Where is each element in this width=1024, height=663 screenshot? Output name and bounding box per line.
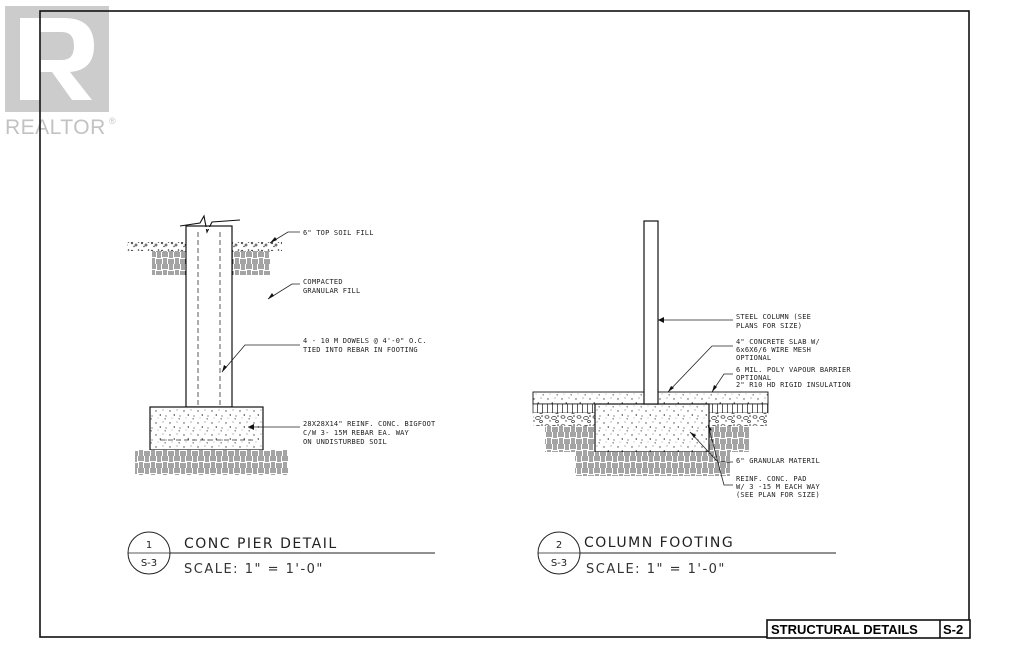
- note-rigid-insulation: 2" R10 HD RIGID INSULATION: [736, 381, 851, 389]
- slab-right: [657, 391, 769, 405]
- steel-column: [643, 220, 659, 405]
- detail-sheet-ref: S-3: [141, 558, 157, 569]
- registered-mark: ®: [109, 116, 116, 126]
- detail-sheet-ref: S-3: [551, 558, 567, 569]
- undisturbed-soil: [135, 450, 288, 475]
- note-pad-rebar: W/ 3 -15 M EACH WAY: [736, 483, 820, 491]
- column-footing-drawing: [532, 220, 769, 486]
- note-barrier-optional: OPTIONAL: [736, 374, 771, 382]
- note-bigfoot-rebar: C/W 3- 15M REBAR EA. WAY: [303, 429, 410, 437]
- soil-right: [709, 426, 749, 452]
- note-compacted: COMPACTED: [303, 278, 343, 286]
- sheet-title: STRUCTURAL DETAILS: [771, 622, 918, 637]
- soil-left: [545, 426, 595, 452]
- granular-fill-left: [152, 251, 186, 275]
- insulation-right: [708, 403, 769, 414]
- granular-fill-right: [232, 251, 270, 275]
- pier-break-line: [179, 214, 241, 234]
- pier-column: [185, 225, 233, 408]
- note-steel-column: STEEL COLUMN (SEE: [736, 313, 811, 321]
- granular-left: [533, 413, 595, 426]
- column-leaders: [658, 319, 733, 486]
- realtor-wordmark: REALTOR: [5, 116, 106, 139]
- realtor-r-glyph: [20, 18, 94, 100]
- note-dowels-tied: TIED INTO REBAR IN FOOTING: [303, 346, 418, 354]
- sheet-title-block: STRUCTURAL DETAILS S-2: [766, 619, 971, 639]
- note-concrete-slab: 4" CONCRETE SLAB W/: [736, 338, 820, 346]
- detail-1-title-block: 1 S-3 CONC PIER DETAIL SCALE: 1" = 1'-0": [127, 531, 435, 577]
- realtor-logo: REALTOR ®: [5, 6, 116, 139]
- soil-below-pad: [575, 452, 730, 476]
- note-dowels: 4 - 10 M DOWELS @ 4'-0" O.C.: [303, 337, 427, 345]
- pier-detail-drawing: [127, 214, 300, 475]
- note-pad-size: (SEE PLAN FOR SIZE): [736, 491, 820, 499]
- detail-title: CONC PIER DETAIL: [184, 536, 338, 552]
- top-soil-left: [127, 242, 187, 251]
- top-soil-right: [232, 242, 282, 251]
- granular-right: [709, 413, 768, 426]
- column-arrowheads: [658, 317, 717, 438]
- detail-2-title-block: 2 S-3 COLUMN FOOTING SCALE: 1" = 1'-0": [537, 531, 836, 577]
- detail-title: COLUMN FOOTING: [584, 535, 734, 551]
- note-granular-fill: GRANULAR FILL: [303, 287, 360, 295]
- insulation-left: [532, 403, 596, 414]
- detail-scale: SCALE: 1" = 1'-0": [184, 562, 324, 577]
- note-conc-pad: REINF. CONC. PAD: [736, 475, 807, 483]
- note-vapour-barrier: 6 MIL. POLY VAPOUR BARRIER: [736, 366, 851, 374]
- pier-leaders: [221, 231, 300, 428]
- sheet-border: [39, 10, 970, 638]
- bigfoot-footing: [149, 406, 264, 451]
- detail-number: 2: [556, 540, 562, 551]
- concrete-pad: [594, 403, 710, 453]
- note-undisturbed-soil: ON UNDISTURBED SOIL: [303, 438, 387, 446]
- sheet-number: S-2: [943, 622, 963, 637]
- note-bigfoot: 28X28X14" REINF. CONC. BIGFOOT: [303, 420, 436, 428]
- slab-left: [532, 391, 645, 405]
- title-block-frame: [766, 619, 971, 639]
- pier-arrowheads: [222, 237, 277, 430]
- detail-scale: SCALE: 1" = 1'-0": [586, 562, 726, 577]
- note-granular-material: 6" GRANULAR MATERIL: [736, 457, 820, 465]
- note-wire-mesh: 6x6X6/6 WIRE MESH: [736, 346, 811, 354]
- detail-number: 1: [146, 540, 152, 551]
- note-slab-optional: OPTIONAL: [736, 354, 771, 362]
- note-steel-column-size: PLANS FOR SIZE): [736, 322, 802, 330]
- note-top-soil: 6" TOP SOIL FILL: [303, 229, 374, 237]
